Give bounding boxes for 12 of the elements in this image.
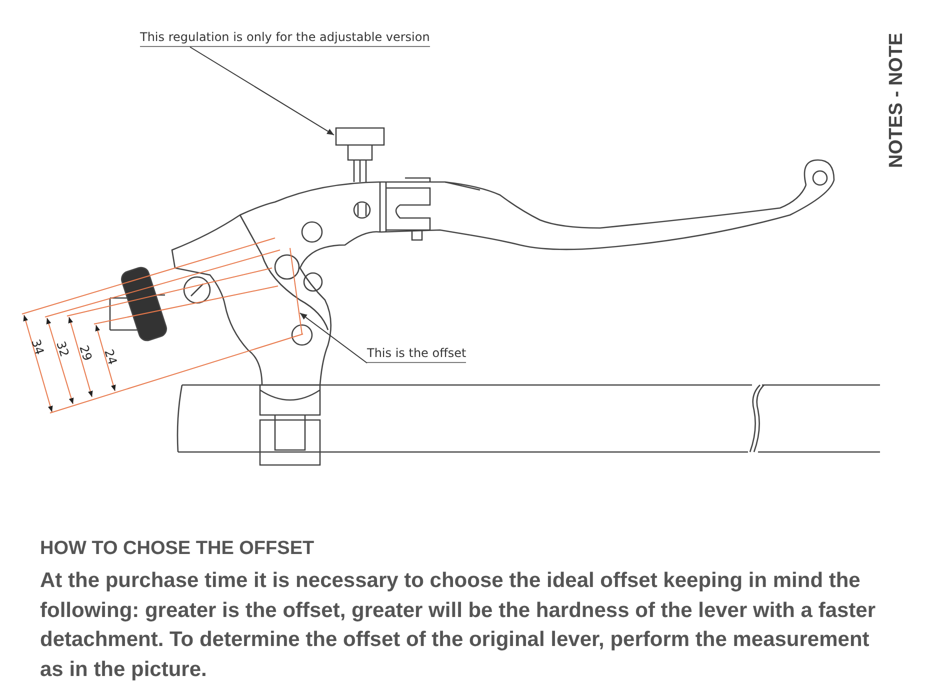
side-heading: NOTES - NOTE — [886, 32, 908, 168]
dimension-label: 32 — [54, 340, 72, 358]
dimension-label: 24 — [102, 348, 120, 366]
leader-line — [190, 46, 334, 136]
callout-text: This regulation is only for the adjustable version — [140, 30, 430, 47]
leader-line — [300, 312, 368, 364]
heading: HOW TO CHOSE THE OFFSET — [40, 538, 314, 560]
adjuster-knob-drawing — [334, 126, 386, 182]
dimension-label: 34 — [28, 338, 47, 356]
paragraph: At the purchase time it is necessary to choose the ideal offset keeping in mind the following: greater is the offset, greater will be the hardness of the lever with a faster detachment. To determine the offset of the original lever, perform the measurement as in the picture. — [40, 568, 877, 682]
callout-text: This is the offset — [367, 346, 466, 363]
dimension-label: 29 — [76, 344, 95, 362]
